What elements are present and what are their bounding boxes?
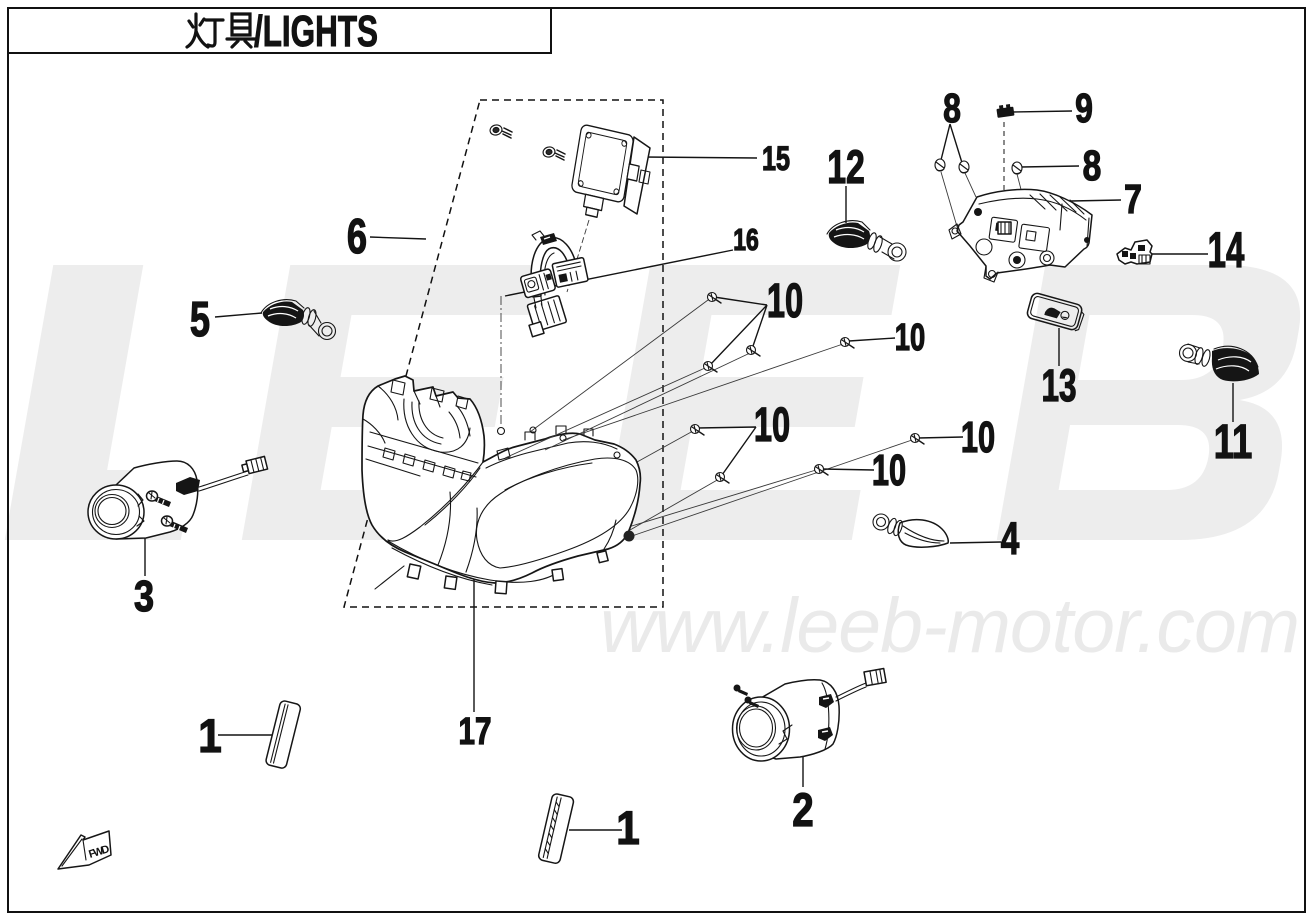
svg-text:5: 5 xyxy=(190,293,210,348)
svg-text:11: 11 xyxy=(1214,415,1253,469)
svg-text:10: 10 xyxy=(895,317,925,359)
svg-text:15: 15 xyxy=(762,140,790,178)
svg-text:10: 10 xyxy=(754,398,790,452)
svg-text:/LIGHTS: /LIGHTS xyxy=(254,7,378,56)
svg-text:10: 10 xyxy=(872,447,906,496)
svg-text:12: 12 xyxy=(827,141,865,194)
svg-text:16: 16 xyxy=(733,222,758,257)
svg-text:10: 10 xyxy=(961,414,995,463)
svg-text:6: 6 xyxy=(347,210,367,265)
svg-text:10: 10 xyxy=(767,274,803,328)
svg-text:1: 1 xyxy=(198,711,222,763)
svg-text:17: 17 xyxy=(459,711,492,753)
svg-text:2: 2 xyxy=(792,784,813,836)
svg-text:FWD: FWD xyxy=(87,843,111,861)
svg-text:8: 8 xyxy=(1083,142,1102,190)
svg-text:www.leeb-motor.com: www.leeb-motor.com xyxy=(600,583,1300,669)
svg-text:14: 14 xyxy=(1208,222,1245,277)
svg-text:7: 7 xyxy=(1124,176,1142,222)
svg-text:8: 8 xyxy=(943,85,961,131)
svg-text:4: 4 xyxy=(1001,514,1020,564)
svg-text:3: 3 xyxy=(134,572,154,621)
svg-text:13: 13 xyxy=(1041,362,1076,412)
svg-text:1: 1 xyxy=(616,803,640,855)
svg-text:9: 9 xyxy=(1075,85,1093,131)
